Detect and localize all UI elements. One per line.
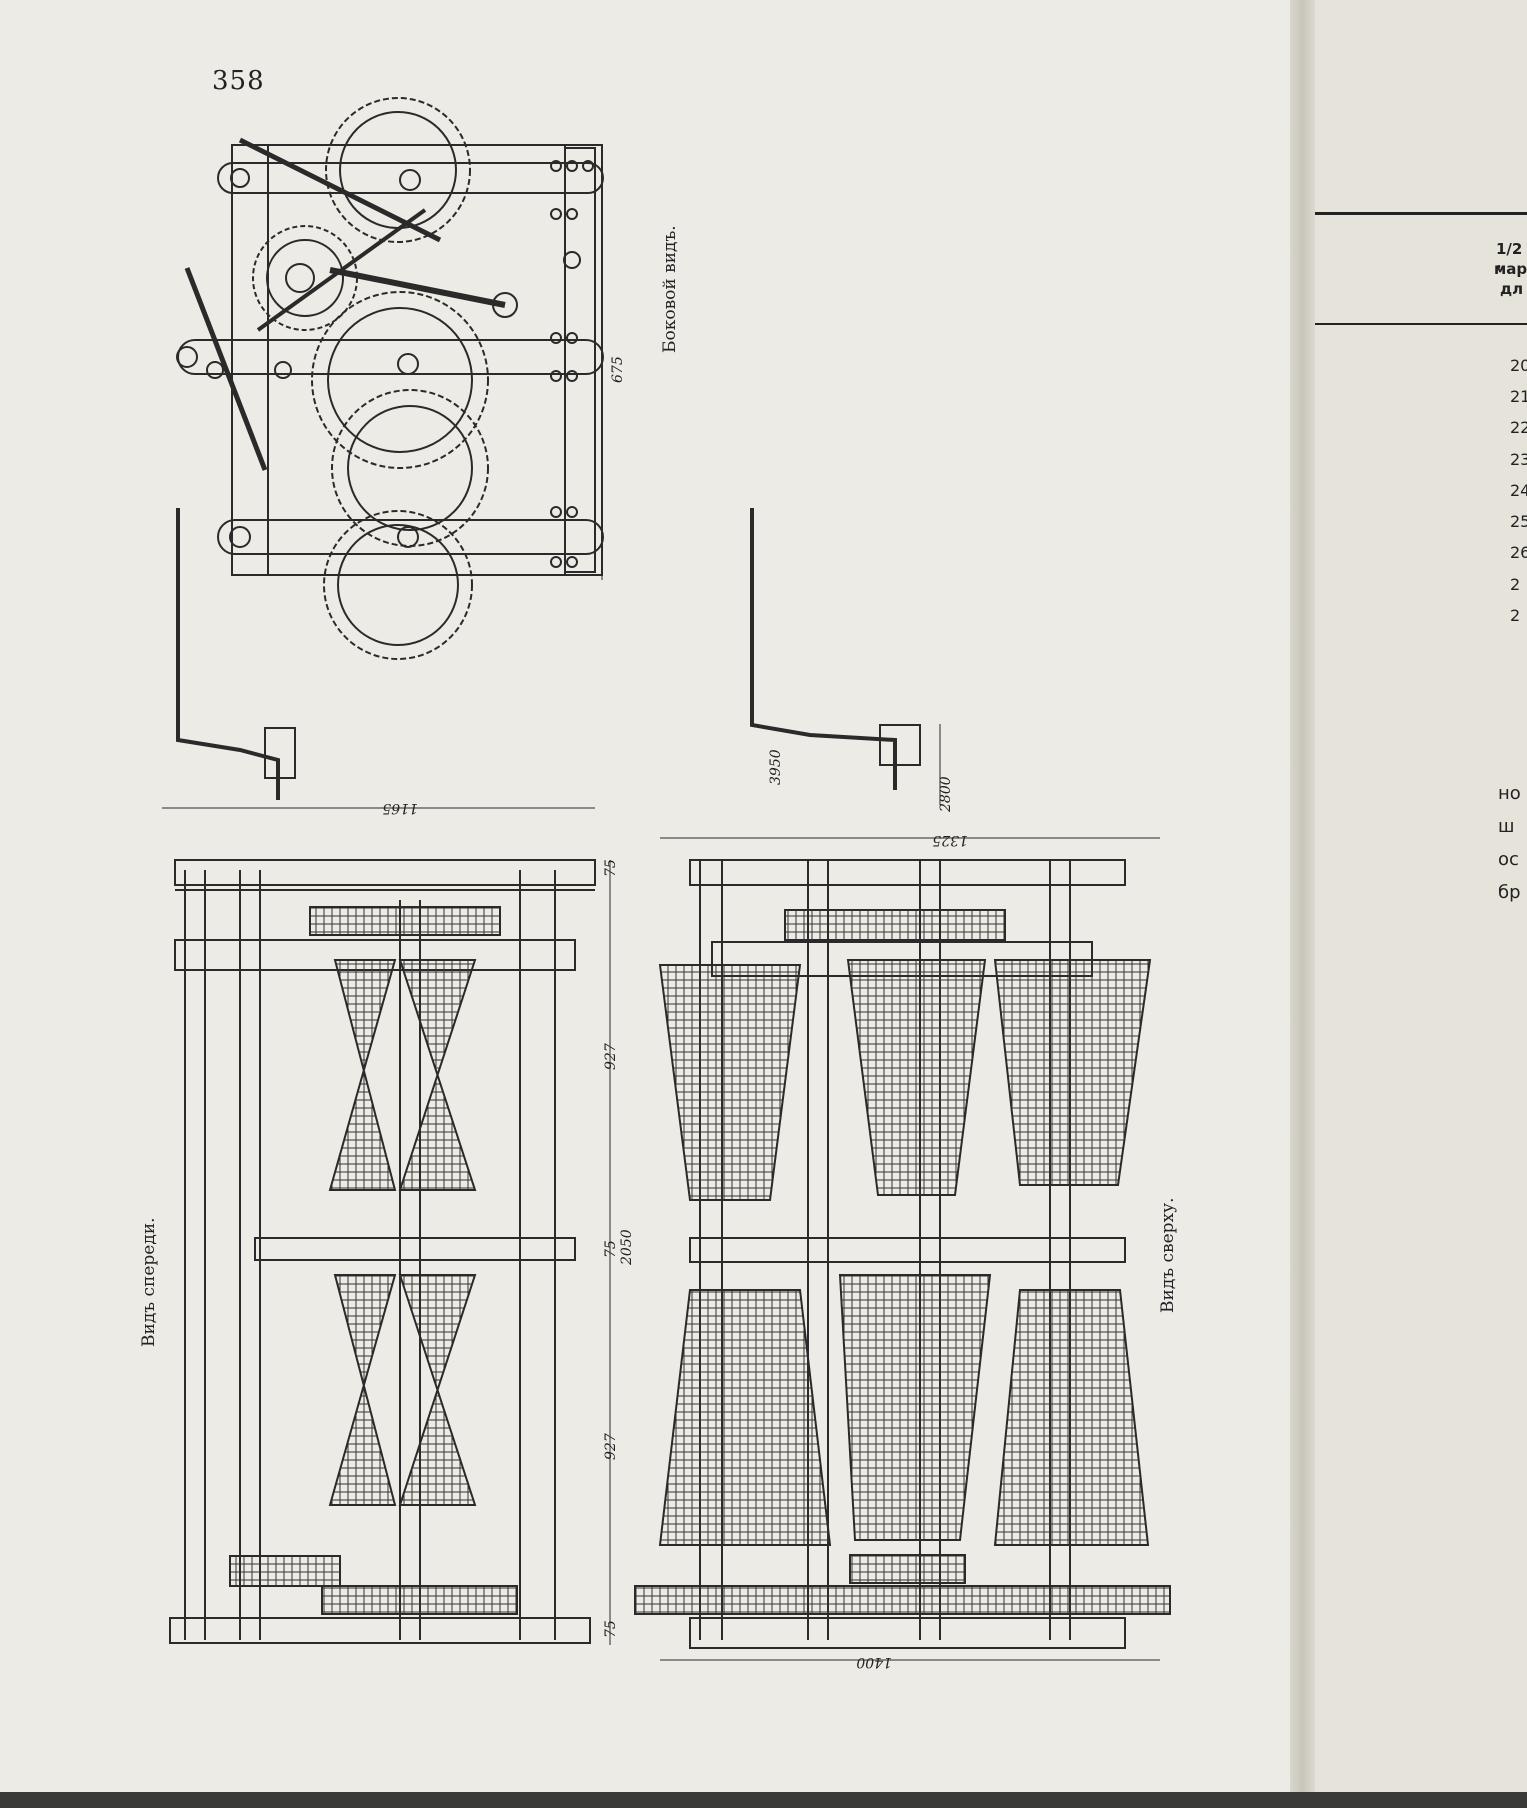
dim-top-1325: 1325 — [932, 832, 968, 848]
dim-front-75-mid: 75 — [603, 1240, 619, 1258]
page-number: 358 — [212, 66, 265, 96]
right-text-line: ос — [1498, 849, 1519, 870]
right-page-edge — [1315, 0, 1527, 1808]
right-header-line-2: мар — [1494, 260, 1527, 278]
front-view-caption: Видъ спереди. — [139, 1217, 159, 1347]
dim-front-1165: 1165 — [382, 800, 418, 816]
dim-front-75-top: 75 — [603, 859, 619, 877]
right-text-line: ш — [1498, 816, 1515, 837]
right-text-line: бр — [1498, 882, 1521, 903]
right-row-number: 23 — [1510, 450, 1527, 469]
dim-front-927-a: 927 — [603, 1043, 619, 1070]
dim-top-3950: 3950 — [768, 749, 784, 785]
right-row-number: 2 — [1510, 575, 1521, 594]
top-view-drawing — [634, 508, 1171, 1661]
front-view-drawing — [162, 508, 611, 1645]
machine-drawing — [162, 97, 1171, 1661]
dim-top-2800: 2800 — [938, 776, 954, 812]
dim-front-927-b: 927 — [603, 1433, 619, 1460]
right-table-header — [1315, 212, 1527, 325]
right-row-number: 21 — [1510, 387, 1527, 406]
book-spine — [1290, 0, 1315, 1808]
side-view-caption: Боковой видъ. — [660, 225, 680, 353]
right-row-number: 24 — [1510, 481, 1527, 500]
right-row-number: 20 — [1510, 356, 1527, 375]
top-view-caption: Видъ сверху. — [1158, 1197, 1178, 1313]
side-view-drawing — [176, 97, 604, 660]
right-row-number: 2 — [1510, 606, 1521, 625]
right-header-line-1: 1/2 · — [1496, 240, 1523, 276]
right-row-number: 26 — [1510, 543, 1527, 562]
scan-bottom-edge — [0, 1792, 1527, 1808]
dim-front-75-bottom: 75 — [603, 1620, 619, 1638]
right-header-line-3: дл — [1500, 280, 1524, 298]
right-text-line: но — [1498, 783, 1521, 804]
dim-front-2050: 2050 — [619, 1229, 635, 1265]
dim-side-675: 675 — [610, 356, 626, 383]
right-row-number: 25 — [1510, 512, 1527, 531]
dim-top-1400: 1400 — [856, 1654, 892, 1670]
right-row-number: 22 — [1510, 418, 1527, 437]
